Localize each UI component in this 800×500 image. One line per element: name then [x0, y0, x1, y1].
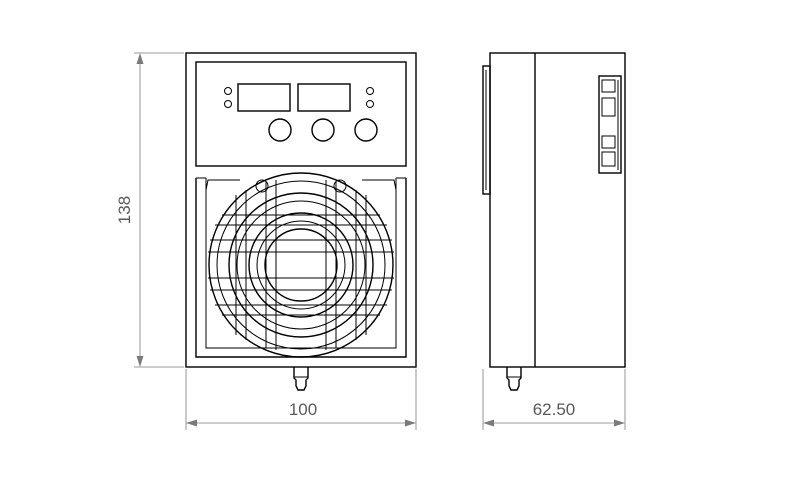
- side-connector: [598, 75, 622, 174]
- control-knob-left: [268, 118, 292, 142]
- indicator-led: [366, 87, 374, 95]
- side-housing: [489, 52, 626, 368]
- indicator-led: [224, 100, 232, 108]
- depth-dimension: 62.50: [482, 369, 626, 430]
- width-dimension: 100: [185, 369, 417, 430]
- front-outer-housing: [185, 52, 417, 368]
- height-label: 138: [115, 196, 134, 224]
- display-window-left: [237, 83, 291, 112]
- fan-grille-frame: [195, 177, 407, 358]
- height-dimension: 138: [115, 52, 184, 368]
- drain-nozzle-front: [293, 367, 309, 391]
- control-knob-center: [311, 118, 335, 142]
- control-panel: [195, 61, 407, 167]
- fan-grille: [208, 172, 394, 358]
- width-label: 100: [289, 400, 317, 419]
- indicator-led: [366, 100, 374, 108]
- side-view: [482, 52, 626, 391]
- control-knob-right: [354, 118, 378, 142]
- fan-hub: [264, 228, 338, 302]
- depth-label: 62.50: [533, 400, 576, 419]
- drain-nozzle-side: [506, 367, 522, 391]
- indicator-led: [224, 87, 232, 95]
- front-view: [185, 52, 417, 391]
- side-front-panel-lip: [482, 65, 491, 195]
- display-window-right: [297, 83, 351, 112]
